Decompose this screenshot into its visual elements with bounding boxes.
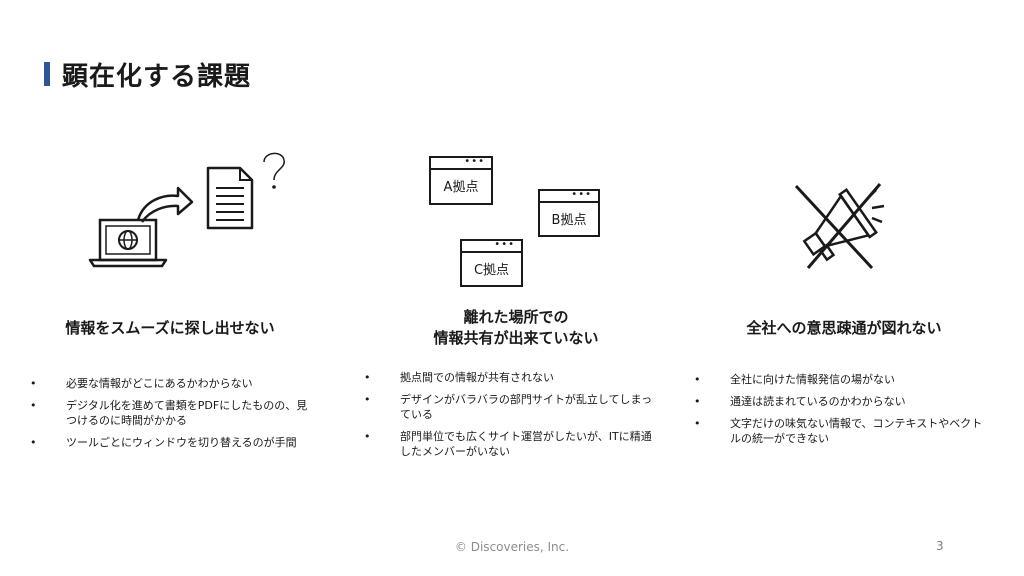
list-item: 文字だけの味気ない情報で、コンテキストやベクトルの統一ができない [690,416,986,446]
site-window-a: ••• A拠点 [429,156,493,205]
footer-copyright: © Discoveries, Inc. [454,540,570,554]
site-label: C拠点 [473,263,510,278]
more-dots-icon: ••• [571,189,592,200]
more-dots-icon: ••• [464,156,485,167]
col2-heading-line1: 離れた場所での [463,308,569,326]
page-number: 3 [936,539,944,553]
col1-heading: 情報をスムーズに探し出せない [65,319,275,337]
title-accent-bar [44,62,50,86]
list-item: デジタル化を進めて書類をPDFにしたものの、見つけるのに時間がかかる [26,398,316,428]
col2-heading-line2: 情報共有が出来ていない [433,329,599,347]
col3-bullets: 全社に向けた情報発信の場がない 通達は読まれているのかわからない 文字だけの味気… [690,372,986,453]
list-item: 部門単位でも広くサイト運営がしたいが、ITに精通したメンバーがいない [360,429,660,459]
page-title: 顕在化する課題 [62,62,252,92]
list-item: 通達は読まれているのかわからない [690,394,986,409]
site-window-b: ••• B拠点 [538,189,600,237]
col2-heading: 離れた場所での 情報共有が出来ていない [386,307,646,349]
col2-bullets: 拠点間での情報が共有されない デザインがバラバラの部門サイトが乱立してしまってい… [360,370,660,466]
more-dots-icon: ••• [494,239,515,250]
site-label: B拠点 [551,213,587,228]
col3-heading: 全社への意思疎通が図れない [746,319,942,337]
site-window-c: ••• C拠点 [460,239,523,287]
laptop-document-search-icon [88,152,285,268]
site-label: A拠点 [443,180,479,195]
muted-megaphone-icon [794,183,885,270]
list-item: 拠点間での情報が共有されない [360,370,660,385]
list-item: デザインがバラバラの部門サイトが乱立してしまっている [360,392,660,422]
col1-bullets: 必要な情報がどこにあるかわからない デジタル化を進めて書類をPDFにしたものの、… [26,376,316,457]
list-item: 全社に向けた情報発信の場がない [690,372,986,387]
list-item: ツールごとにウィンドウを切り替えるのが手間 [26,435,316,450]
list-item: 必要な情報がどこにあるかわからない [26,376,316,391]
